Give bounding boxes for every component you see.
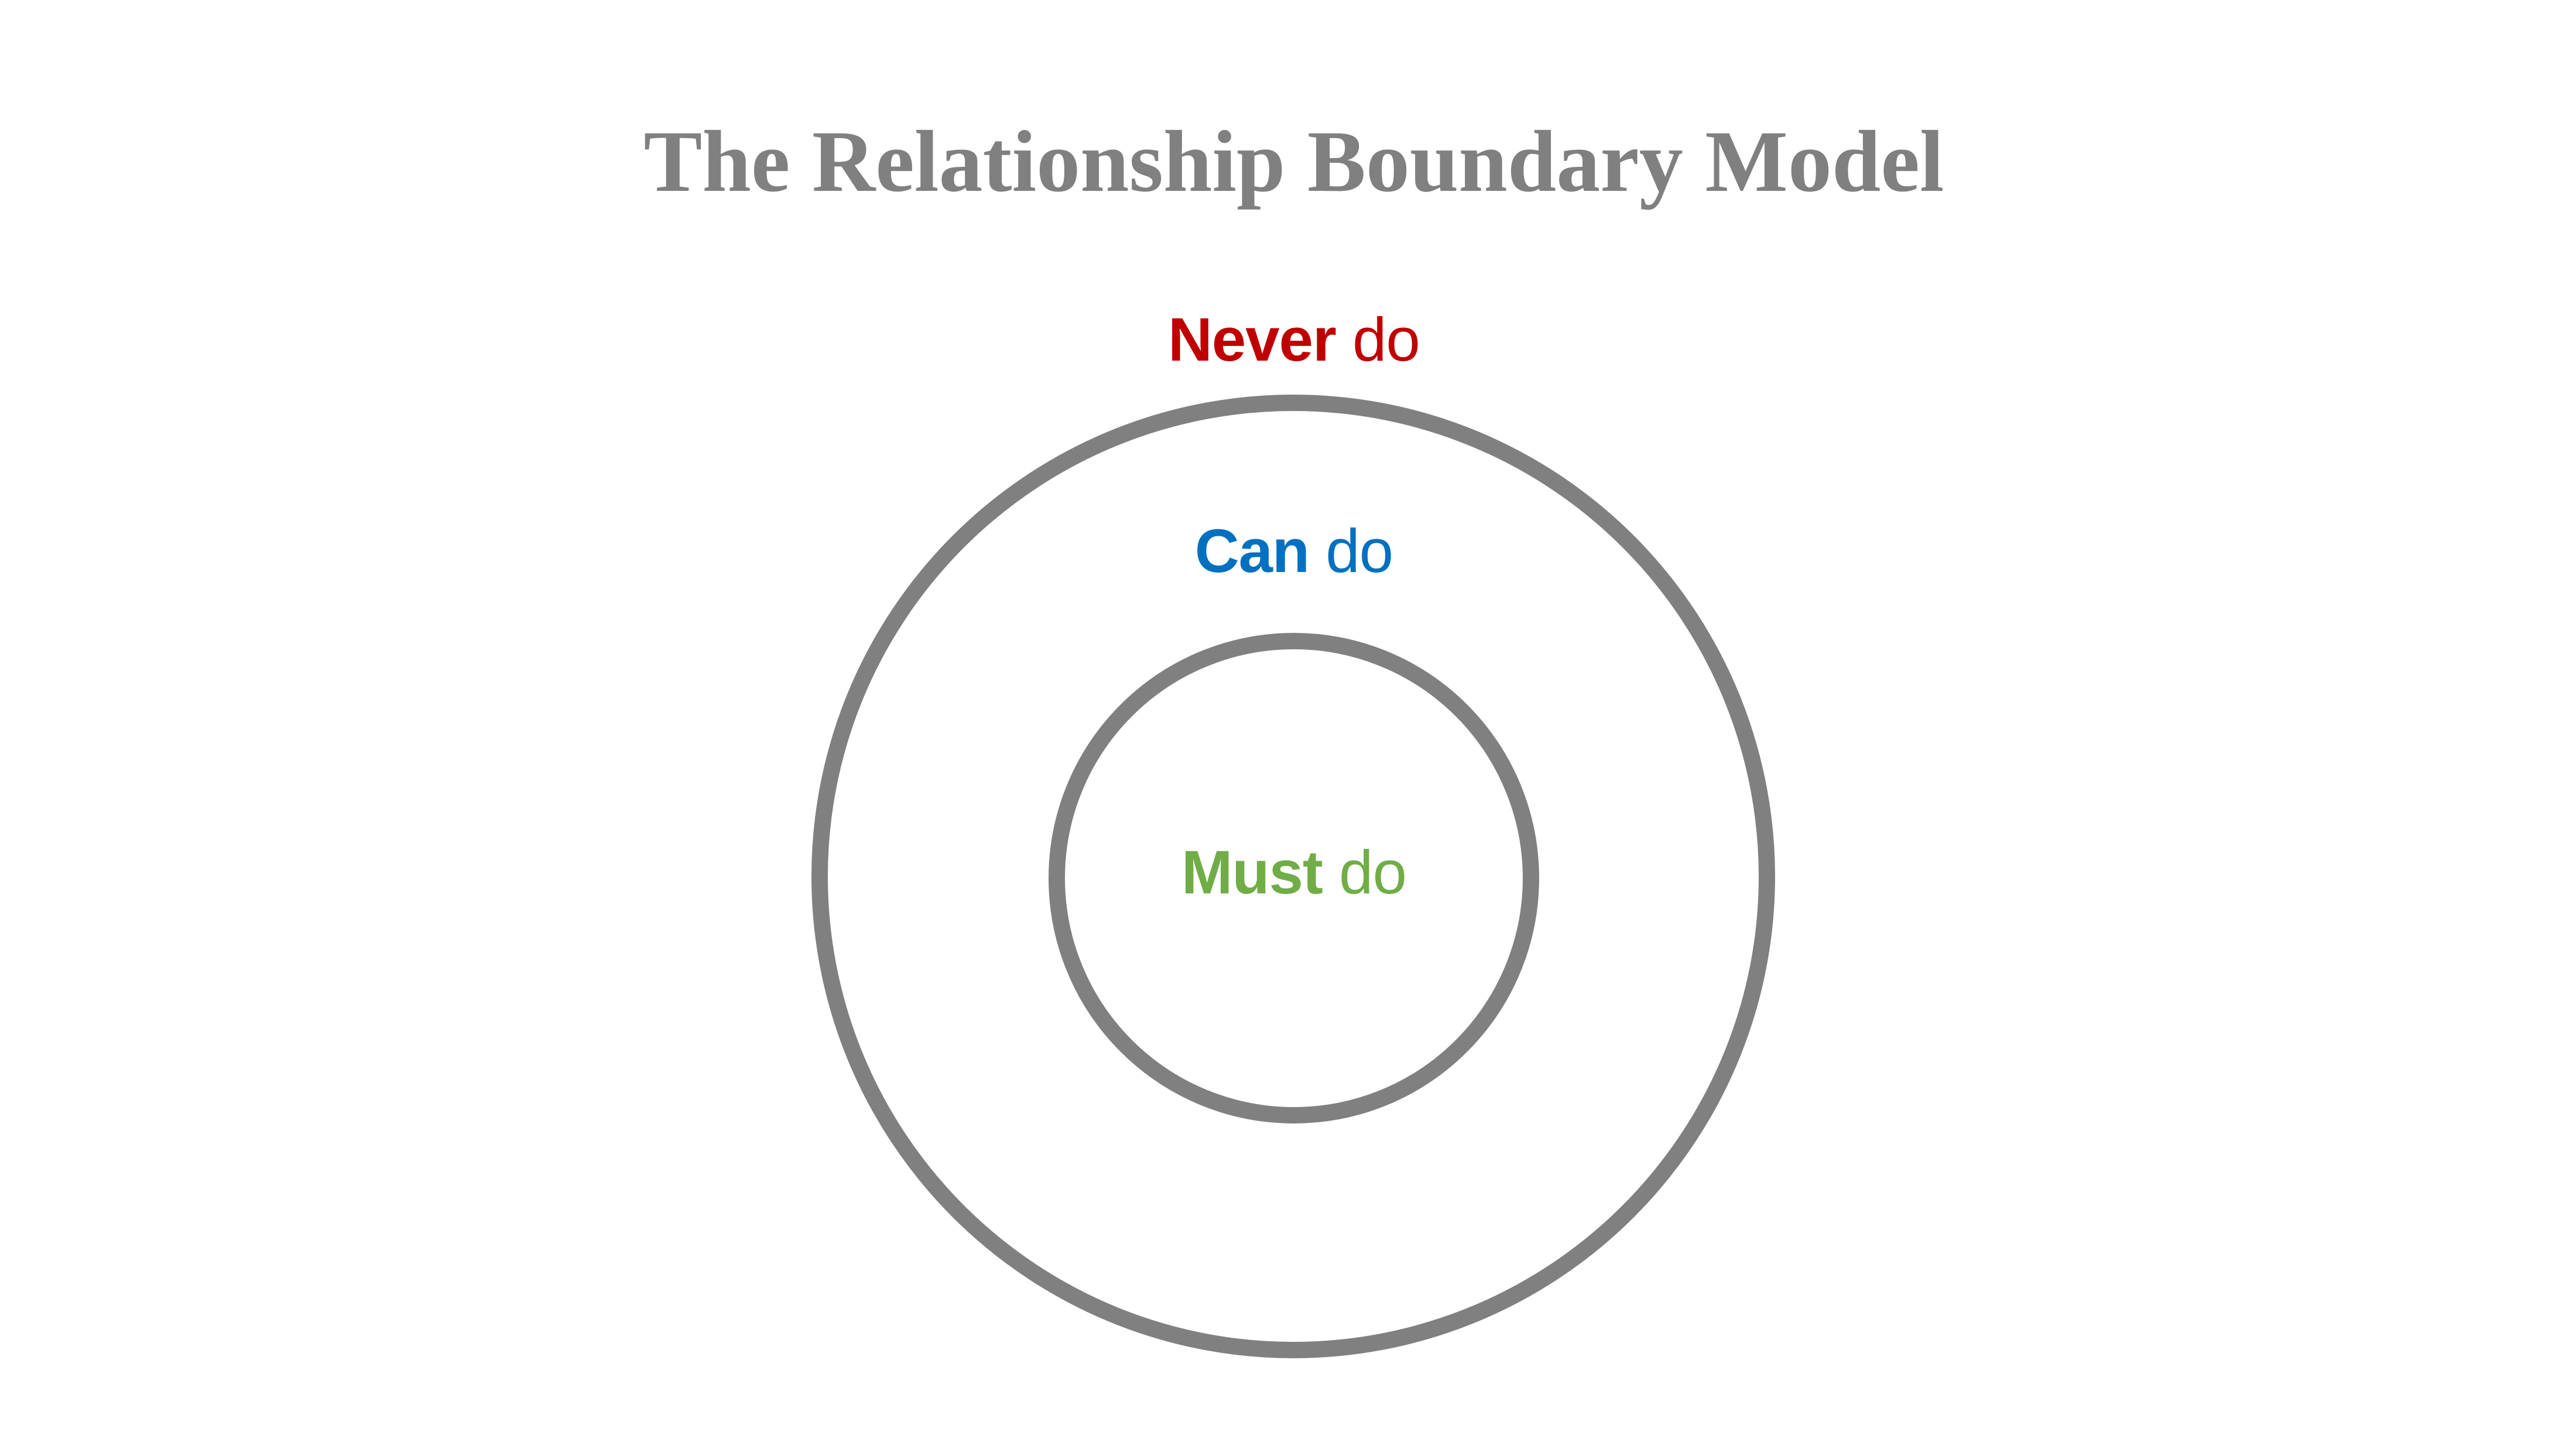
zone-label-must-do: Must do [1181, 842, 1407, 903]
page-title: The Relationship Boundary Model [643, 113, 1944, 210]
zone-label-never-do: Never do [1168, 309, 1420, 371]
zone-label-never-rest: do [1352, 306, 1420, 374]
zone-label-must-bold: Must [1181, 838, 1323, 907]
zone-label-can-rest: do [1325, 517, 1393, 585]
inner-circle [1049, 633, 1539, 1123]
zone-label-can-do: Can do [1195, 520, 1393, 582]
zone-label-never-bold: Never [1168, 306, 1337, 374]
outer-circle [811, 395, 1775, 1358]
zone-label-can-bold: Can [1194, 517, 1310, 585]
zone-label-must-rest: do [1339, 838, 1407, 907]
